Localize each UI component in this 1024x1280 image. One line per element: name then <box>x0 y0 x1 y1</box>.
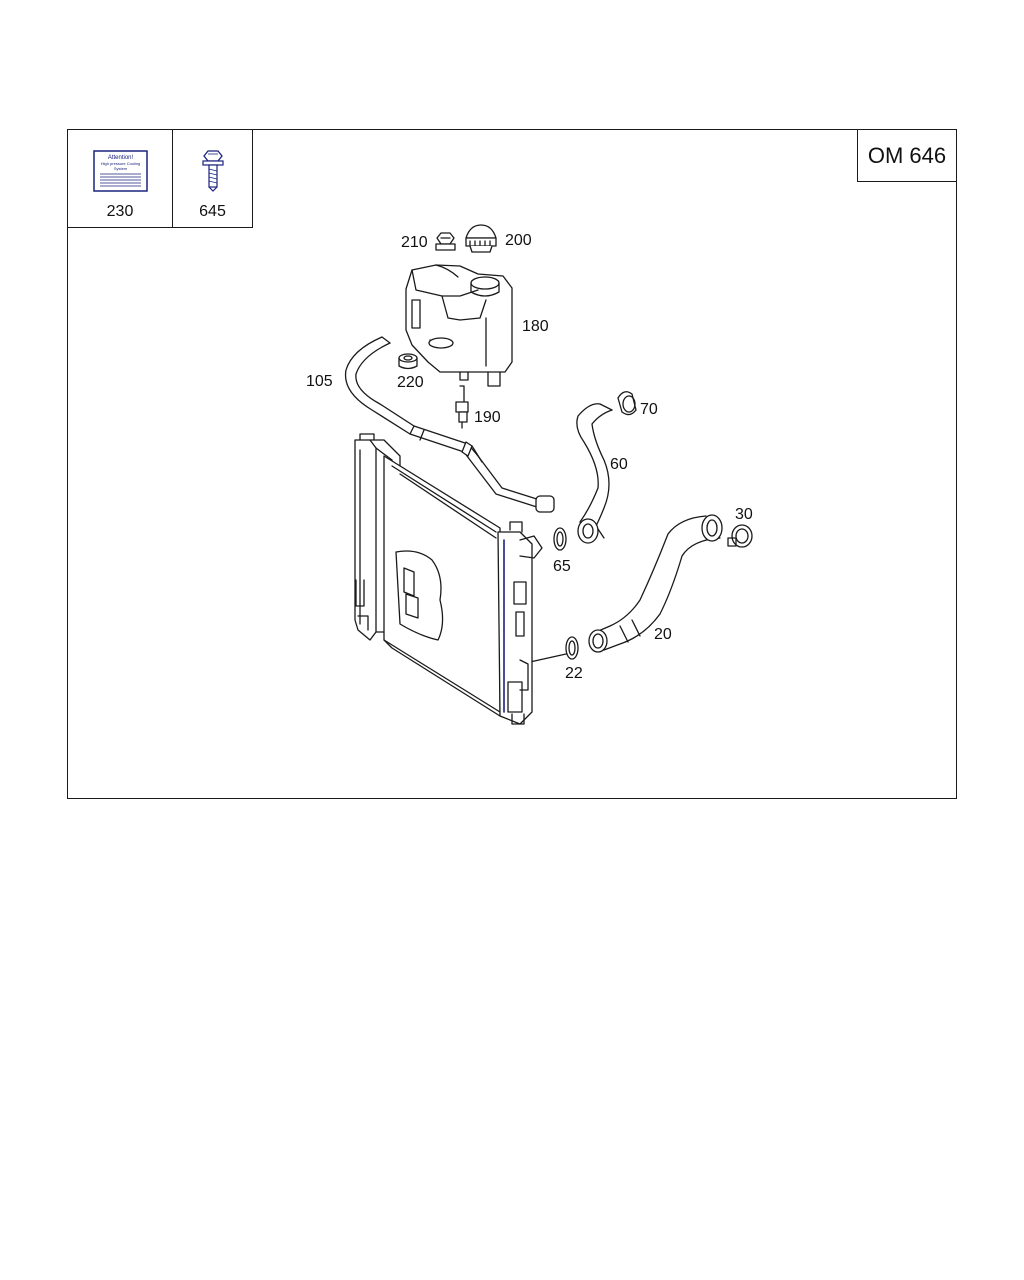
part-30-hose-clamp[interactable] <box>727 524 753 548</box>
callout-220[interactable]: 220 <box>397 374 424 391</box>
part-210-nut[interactable] <box>435 232 456 251</box>
part-220-grommet[interactable] <box>398 353 418 370</box>
callout-65[interactable]: 65 <box>553 558 571 575</box>
label-line-2: High pressure Cooling <box>101 161 141 166</box>
callout-180[interactable]: 180 <box>522 318 549 335</box>
callout-60[interactable]: 60 <box>610 456 628 473</box>
callout-200[interactable]: 200 <box>505 232 532 249</box>
part-180-expansion-tank[interactable] <box>405 264 513 387</box>
callout-70[interactable]: 70 <box>640 401 658 418</box>
part-number-645: 645 <box>199 203 226 220</box>
diagram-frame <box>67 129 957 799</box>
part-20-lower-hose[interactable] <box>588 514 723 653</box>
part-thumbnail-230[interactable]: Attention! High pressure Cooling System … <box>67 129 173 228</box>
engine-code: OM 646 <box>867 142 947 168</box>
warning-label-icon: Attention! High pressure Cooling System <box>93 150 148 192</box>
part-number-230: 230 <box>106 203 134 220</box>
engine-code-box: OM 646 <box>857 129 957 182</box>
part-65-o-ring[interactable] <box>553 527 567 551</box>
label-line-1: Attention! <box>108 155 134 161</box>
callout-105[interactable]: 105 <box>306 373 333 390</box>
callout-22[interactable]: 22 <box>565 665 583 682</box>
part-60-upper-hose[interactable] <box>576 403 613 544</box>
callout-30[interactable]: 30 <box>735 506 753 523</box>
label-line-3: System <box>114 166 128 171</box>
part-105-vent-hose[interactable] <box>344 336 555 513</box>
part-200-cap[interactable] <box>465 224 497 253</box>
radiator-assembly[interactable] <box>354 433 543 725</box>
callout-210[interactable]: 210 <box>401 234 428 251</box>
bolt-icon <box>202 150 224 192</box>
callout-20[interactable]: 20 <box>654 626 672 643</box>
part-190-level-sensor[interactable] <box>455 385 469 429</box>
part-70-hose-clamp[interactable] <box>617 391 637 416</box>
part-thumbnail-645[interactable]: 645 <box>172 129 253 228</box>
part-22-o-ring[interactable] <box>529 636 579 663</box>
callout-190[interactable]: 190 <box>474 409 501 426</box>
